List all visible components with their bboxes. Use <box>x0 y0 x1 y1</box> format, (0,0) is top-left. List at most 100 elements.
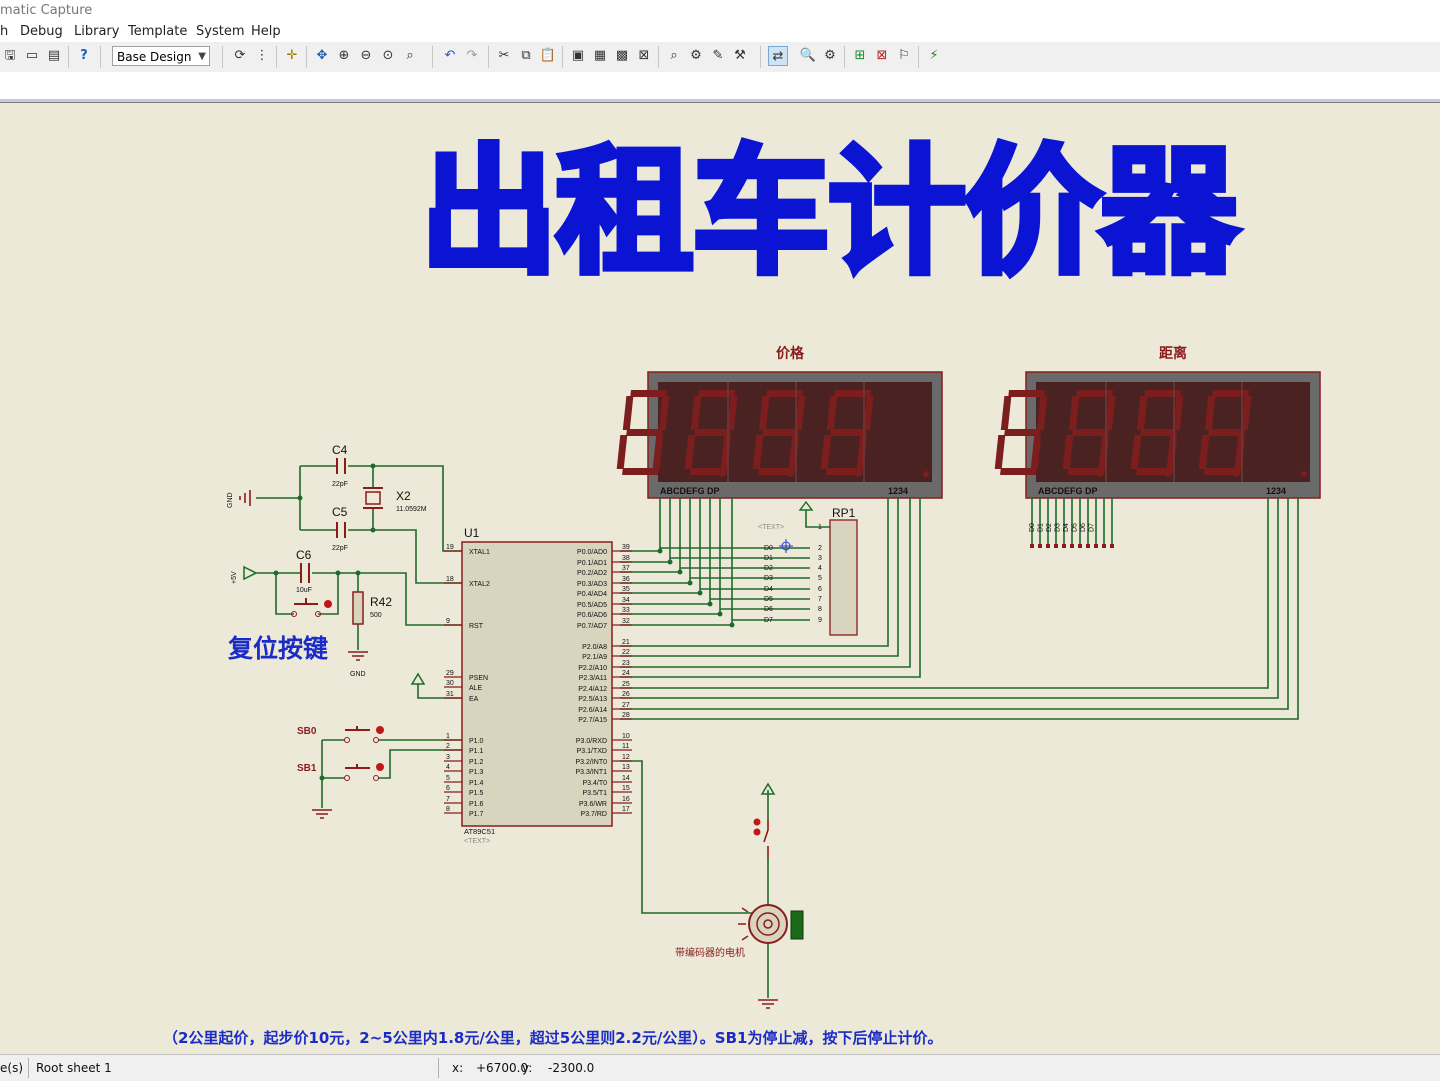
rp1-pin-number: 4 <box>818 565 822 572</box>
block-delete-icon[interactable]: ⊠ <box>638 48 650 63</box>
help-icon[interactable]: ? <box>80 48 88 63</box>
block-rotate-icon[interactable]: ▩ <box>615 48 629 63</box>
net-label: D3 <box>764 575 773 582</box>
window-title-bar: matic Capture <box>0 0 1440 22</box>
encoder-motor[interactable]: 带编码器的电机 <box>675 782 804 959</box>
motor-label: 带编码器的电机 <box>675 946 745 959</box>
mcu-pin-number: 21 <box>622 639 630 646</box>
c5-ref: C5 <box>332 505 348 519</box>
mcu-at89c51[interactable]: U1 19XTAL118XTAL29RST29PSEN30ALE31EA1P1.… <box>444 526 632 845</box>
price-display[interactable]: 价格 ABCDEFG DP 1234 <box>616 345 943 499</box>
mcu-pin-name: P3.4/T0 <box>582 780 607 787</box>
mcu-pin-number: 12 <box>622 754 630 761</box>
x-coordinate: +6700.0 <box>476 1061 529 1075</box>
mcu-pin-number: 38 <box>622 555 630 562</box>
property-icon[interactable]: ⚙ <box>824 48 836 63</box>
mcu-pin-number: 23 <box>622 660 630 667</box>
pick-device-icon[interactable]: ⌕ <box>670 48 678 63</box>
bom-icon[interactable]: ⚐ <box>898 48 910 63</box>
mcu-pin-number: 35 <box>622 586 630 593</box>
mcu-pin-name: ALE <box>469 685 483 692</box>
motor-body <box>748 904 788 944</box>
net-label: D2 <box>1046 523 1053 532</box>
doc-icon[interactable]: ▤ <box>47 48 61 63</box>
netlist-icon[interactable]: ⚡ <box>929 48 939 63</box>
refresh-icon[interactable]: ⟳ <box>234 48 246 63</box>
crystal-x2[interactable]: X2 11.0592M <box>363 487 427 513</box>
mcu-pin-name: P2.3/A11 <box>579 675 607 682</box>
grid-icon[interactable]: ⋮ <box>255 48 269 63</box>
menu-template[interactable]: Template <box>128 24 188 39</box>
menu-graph[interactable]: h <box>0 24 9 39</box>
reset-key-label: 复位按键 <box>228 634 328 663</box>
sheet-icon[interactable]: ▭ <box>25 48 39 63</box>
toolbar-divider <box>658 46 659 68</box>
price-display-label: 价格 <box>776 345 805 362</box>
mcu-pin-name: P0.4/AD4 <box>577 591 607 598</box>
distance-display[interactable]: 距离 ABCDEFG DP 1234 <box>994 345 1321 499</box>
mcu-pin-name: PSEN <box>469 675 488 682</box>
status-left: e(s) <box>0 1061 23 1075</box>
mcu-pin-name: P0.7/AD7 <box>577 623 607 630</box>
pan-icon[interactable]: ✥ <box>316 48 328 63</box>
rp1-text-placeholder: <TEXT> <box>758 524 784 531</box>
mcu-pin-name: P1.3 <box>469 769 484 776</box>
wire-autorouter-icon[interactable]: ⇄ <box>768 46 788 66</box>
remove-sheet-icon[interactable]: ⊠ <box>876 48 888 63</box>
mcu-pin-number: 30 <box>446 680 454 687</box>
button-sb1[interactable]: SB1 <box>297 763 384 781</box>
capacitor-c6[interactable]: C6 10uF <box>296 548 312 594</box>
capacitor-c5[interactable]: C5 22pF <box>332 505 348 552</box>
origin-icon[interactable]: ✛ <box>286 48 298 63</box>
motor-encoder <box>790 910 804 940</box>
mcu-pin-name: P0.5/AD5 <box>577 602 607 609</box>
footer-note: （2公里起价，起步价10元，2~5公里内1.8元/公里，超过5公里则2.2元/公… <box>163 1029 942 1047</box>
mcu-pin-name: P1.6 <box>469 801 484 808</box>
zoom-area-icon[interactable]: ⌕ <box>406 48 414 63</box>
zoom-out-icon[interactable]: ⊖ <box>360 48 372 63</box>
schematic-canvas[interactable]: 出租车计价器 价格 ABCDEFG DP 1234 距离 ABCDEFG DP … <box>0 104 1440 1048</box>
design-variant-select[interactable]: Base Design▼ <box>112 46 210 66</box>
block-move-icon[interactable]: ▦ <box>593 48 607 63</box>
gnd-label: GND <box>227 492 234 508</box>
undo-icon[interactable]: ↶ <box>444 48 456 63</box>
search-icon[interactable]: 🔍 <box>799 48 817 63</box>
rp1-pin-number: 8 <box>818 606 822 613</box>
menu-debug[interactable]: Debug <box>20 24 63 39</box>
menu-help[interactable]: Help <box>251 24 281 39</box>
rp1-pin-number: 1 <box>818 524 822 531</box>
power-arrow-icon <box>798 500 814 511</box>
save-icon[interactable]: 🖫 <box>4 48 16 63</box>
sheet-name[interactable]: Root sheet 1 <box>36 1061 112 1075</box>
mcu-pin-name: XTAL2 <box>469 581 490 588</box>
make-device-icon[interactable]: ⚙ <box>690 48 702 63</box>
reset-button[interactable] <box>291 598 333 617</box>
rp1-ref: RP1 <box>832 506 856 520</box>
zoom-all-icon[interactable]: ⊙ <box>382 48 394 63</box>
net-label: D1 <box>1038 523 1045 532</box>
menu-system[interactable]: System <box>196 24 245 39</box>
packaging-icon[interactable]: ✎ <box>712 48 724 63</box>
mcu-pin-name: P3.2/INT0 <box>575 759 607 766</box>
toolbar: 🖫 ▭ ▤ ? Base Design▼ ⟳ ⋮ ✛ ✥ ⊕ ⊖ ⊙ ⌕ ↶ ↷… <box>0 42 1440 73</box>
copy-icon[interactable]: ⧉ <box>521 48 531 63</box>
menu-library[interactable]: Library <box>74 24 120 39</box>
mcu-pin-number: 8 <box>446 806 450 813</box>
capacitor-c4[interactable]: C4 22pF <box>332 443 348 488</box>
toolbar-divider <box>918 46 919 68</box>
resistor-r42[interactable]: R42 500 <box>352 591 392 625</box>
zoom-in-icon[interactable]: ⊕ <box>338 48 350 63</box>
ground-symbol: GND <box>227 490 251 508</box>
mcu-pin-number: 9 <box>446 618 450 625</box>
decompose-icon[interactable]: ⚒ <box>734 48 746 63</box>
cut-icon[interactable]: ✂ <box>498 48 510 63</box>
x2-ref: X2 <box>396 489 411 503</box>
new-sheet-icon[interactable]: ⊞ <box>854 48 866 63</box>
paste-icon[interactable]: 📋 <box>539 48 557 63</box>
r42-ref: R42 <box>370 595 392 609</box>
button-sb0[interactable]: SB0 <box>297 726 384 743</box>
block-copy-icon[interactable]: ▣ <box>571 48 585 63</box>
redo-icon[interactable]: ↷ <box>466 48 478 63</box>
